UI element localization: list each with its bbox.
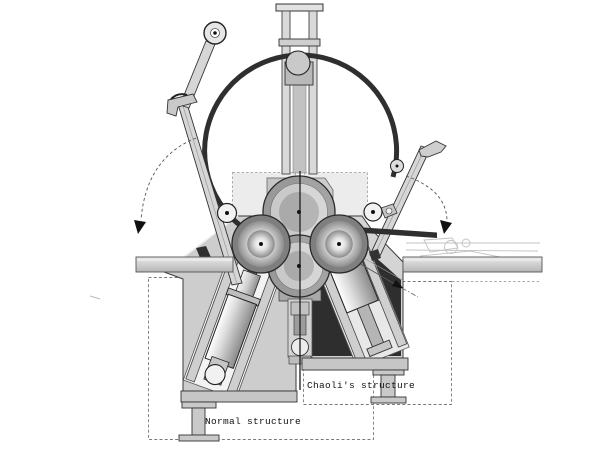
left-ibeam-foot xyxy=(178,401,220,442)
left-motion-arc xyxy=(134,137,197,234)
right-guide-pulley xyxy=(363,202,383,222)
top-press-column xyxy=(275,3,324,175)
normal-structure-boundary xyxy=(148,277,374,440)
chaoli-structure-label: Chaoli's structure xyxy=(307,380,415,391)
left-arc-arrowhead xyxy=(134,220,146,234)
right-side-roller xyxy=(309,214,369,274)
normal-structure-label: Normal structure xyxy=(205,416,301,427)
left-guide-pulley xyxy=(216,202,238,224)
floor-mark xyxy=(89,295,101,300)
right-work-table xyxy=(402,256,543,273)
column-pinch-roller xyxy=(284,50,314,86)
left-base-plate xyxy=(180,390,298,403)
right-ibeam-foot xyxy=(370,369,407,404)
right-arc-arrowhead xyxy=(440,220,452,234)
left-side-roller xyxy=(231,214,291,274)
arm-elbow-bracket xyxy=(166,93,198,117)
left-work-table xyxy=(135,256,234,273)
flat-plate-sheet xyxy=(349,226,437,238)
ghost-support-outline xyxy=(405,237,540,258)
arm-top-hook xyxy=(418,140,447,158)
right-motion-arc xyxy=(405,175,452,234)
right-base-plate xyxy=(301,357,409,371)
arm-bottom-clamp xyxy=(369,249,381,261)
